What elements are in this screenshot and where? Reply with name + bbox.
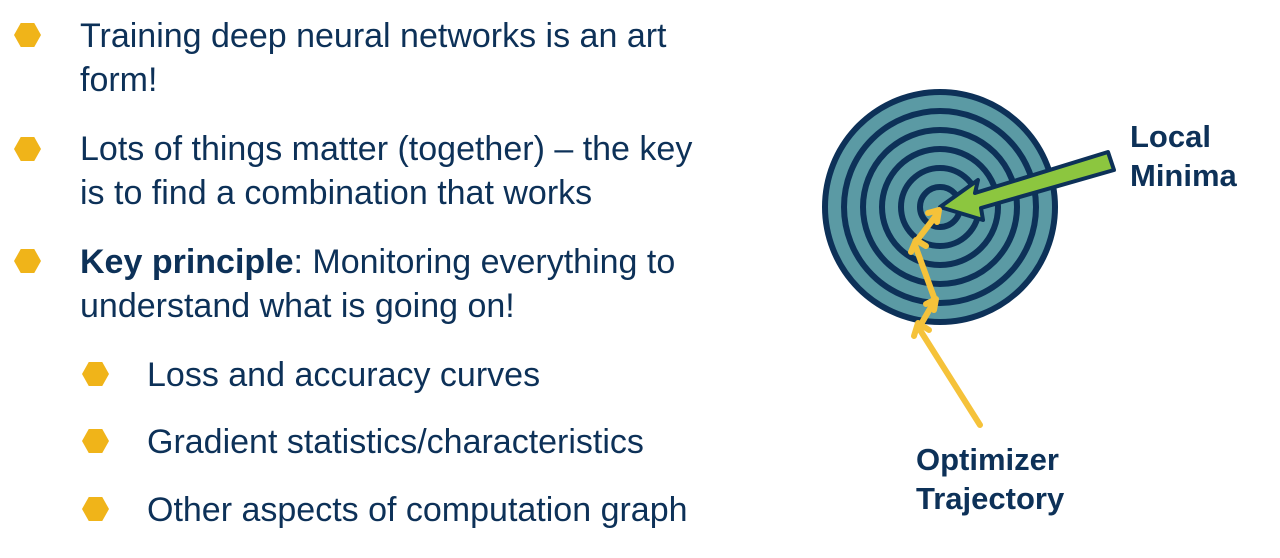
key-principle-label: Key principle xyxy=(80,243,294,281)
bullet-hexagon-icon xyxy=(14,249,41,273)
sub-bullet-1: Loss and accuracy curves xyxy=(147,356,541,394)
bullet-3-rest: : Monitoring everything to xyxy=(293,243,676,281)
bullet-1-line-1: Training deep neural networks is an art xyxy=(80,17,667,55)
bullet-hexagon-icon xyxy=(14,137,41,161)
bullet-3-line-1: Key principle: Monitoring everything to xyxy=(80,240,675,284)
green-arrow-icon xyxy=(938,150,1116,222)
sub-bullet-hexagon-icon xyxy=(82,362,109,386)
sub-bullet-3: Other aspects of computation graph xyxy=(147,491,688,529)
sub-bullet-hexagon-icon xyxy=(82,497,109,521)
optimizer-trajectory-label-line-2: Trajectory xyxy=(916,481,1065,516)
optimizer-trajectory-label-line-1: Optimizer xyxy=(916,442,1059,477)
bullet-hexagon-icon xyxy=(14,23,41,47)
bullet-2-line-2: is to find a combination that works xyxy=(80,174,593,212)
local-minima-label-line-2: Minima xyxy=(1130,158,1237,193)
sub-bullet-2: Gradient statistics/characteristics xyxy=(147,423,644,461)
sub-bullet-hexagon-icon xyxy=(82,429,109,453)
bullet-2-line-1: Lots of things matter (together) – the k… xyxy=(80,130,693,168)
bullet-1-line-2: form! xyxy=(80,61,158,99)
bullet-3-line-2: understand what is going on! xyxy=(80,287,515,325)
local-minima-label-line-1: Local xyxy=(1130,119,1211,154)
optimizer-trajectory-arrows xyxy=(908,207,983,428)
